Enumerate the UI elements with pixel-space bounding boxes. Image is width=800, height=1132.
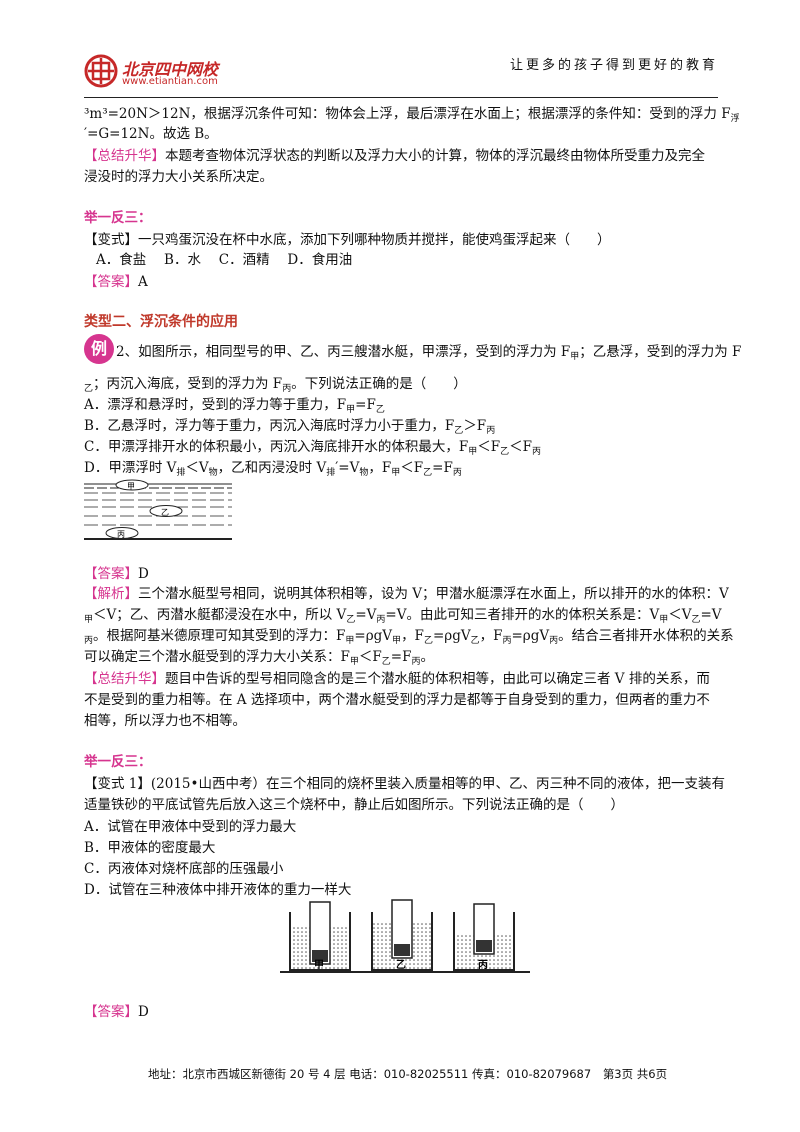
top-line-1: ³m³=20N＞12N，根据浮沉条件可知：物体会上浮，最后漂浮在水面上；根据漂浮… (84, 106, 740, 124)
slogan: 让更多的孩子得到更好的教育 (509, 58, 718, 73)
type2-summary-3: 相等，所以浮力也不相等。 (84, 713, 246, 729)
submarine-figure: 甲 乙 丙 (84, 479, 232, 540)
footer-address: 地址：北京市西城区新德街 20 号 4 层 电话：010-82025511 传真… (148, 1067, 592, 1081)
type2-heading: 类型二、浮沉条件的应用 (84, 314, 238, 330)
logo-url[interactable]: www.etiantian.com (122, 76, 218, 87)
ex1-question: 【变式】一只鸡蛋沉没在杯中水底，添加下列哪种物质并搅拌，能使鸡蛋浮起来（ ） (84, 232, 611, 248)
type2-option-a: A．漂浮和悬浮时，受到的浮力等于重力，F甲=F乙 (84, 397, 385, 415)
ex1-answer: 【答案】A (84, 274, 148, 290)
submarine-bing (105, 527, 139, 539)
type2-answer: 【答案】D (84, 566, 149, 582)
logo-text: 北京四中网校 (122, 60, 219, 79)
fig2-label-jia: 甲 (314, 959, 324, 971)
beaker-bing (453, 903, 515, 971)
fig1-label-yi: 乙 (161, 508, 169, 517)
logo-icon (84, 54, 118, 88)
ex2-question-1: 【变式 1】(2015•山西中考）在三个相同的烧杯里装入质量相等的甲、乙、丙三种… (84, 776, 725, 792)
footer: 地址：北京市西城区新德街 20 号 4 层 电话：010-82025511 传真… (148, 1066, 667, 1082)
ex2-option-b: B．甲液体的密度最大 (84, 840, 216, 856)
ex2-heading: 举一反三： (84, 754, 152, 770)
ex1-heading: 举一反三： (84, 210, 152, 226)
ex2-question-2: 适量铁砂的平底试管先后放入这三个烧杯中，静止后如图所示。下列说法正确的是（ ） (84, 797, 624, 813)
type2-option-d: D．甲漂浮时 V排＜V物，乙和丙浸没时 V排′=V物，F甲＜F乙=F丙 (84, 460, 462, 478)
type2-question-2: 乙；丙沉入海底，受到的浮力为 F丙。下列说法正确的是（ ） (84, 376, 467, 394)
fig2-label-yi: 乙 (396, 959, 406, 971)
top-summary-2: 浸没时的浮力大小关系所决定。 (84, 169, 273, 185)
beaker-jia (289, 901, 351, 971)
header-rule (84, 97, 718, 98)
type2-option-b: B．乙悬浮时，浮力等于重力，丙沉入海底时浮力小于重力，F乙＞F丙 (84, 418, 496, 436)
header: 北京四中网校 www.etiantian.com 让更多的孩子得到更好的教育 (84, 50, 718, 96)
fig1-label-jia: 甲 (127, 482, 135, 491)
fig2-label-bing: 丙 (478, 959, 488, 971)
type2-analysis-4: 可以确定三个潜水艇受到的浮力大小关系：F甲＜F乙=F丙。 (84, 649, 434, 667)
type2-question-1: 2、如图所示，相同型号的甲、乙、丙三艘潜水艇，甲漂浮，受到的浮力为 F甲；乙悬浮… (116, 344, 742, 362)
example-badge: 例 (84, 334, 114, 364)
type2-analysis-2: 甲＜V；乙、丙潜水艇都浸没在水中，所以 V乙=V丙=V。由此可知三者排开的水的体… (84, 607, 722, 625)
beakers-figure: 甲 乙 丙 (280, 899, 530, 973)
type2-summary-2: 不是受到的重力相等。在 A 选择项中，两个潜水艇受到的浮力是都等于自身受到的重力… (84, 692, 710, 708)
type2-summary-1: 【总结升华】题目中告诉的型号相同隐含的是三个潜水艇的体积相等，由此可以确定三者 … (84, 671, 710, 687)
fig1-label-bing: 丙 (117, 530, 125, 539)
top-line-2: ′=G=12N。故选 B。 (84, 126, 218, 142)
ex2-option-a: A．试管在甲液体中受到的浮力最大 (84, 819, 297, 835)
type2-analysis-3: 丙。根据阿基米德原理可知其受到的浮力：F甲=ρgV甲，F乙=ρgV乙，F丙=ρg… (84, 628, 734, 646)
type2-option-c: C．甲漂浮排开水的体积最小，丙沉入海底排开水的体积最大，F甲＜F乙＜F丙 (84, 439, 541, 457)
type2-analysis-1: 【解析】三个潜水艇型号相同，说明其体积相等，设为 V；甲潜水艇漂浮在水面上，所以… (84, 586, 729, 602)
beaker-yi (371, 899, 433, 971)
ex1-options: A．食盐 B．水 C．酒精 D．食用油 (96, 252, 353, 268)
top-summary-1: 【总结升华】本题考查物体沉浮状态的判断以及浮力大小的计算，物体的浮沉最终由物体所… (84, 148, 705, 164)
ex2-option-d: D．试管在三种液体中排开液体的重力一样大 (84, 882, 352, 898)
ex2-option-c: C．丙液体对烧杯底部的压强最小 (84, 861, 284, 877)
ex2-answer: 【答案】D (84, 1004, 149, 1020)
submarine-yi (149, 505, 183, 517)
footer-page: 第3页 共6页 (602, 1067, 668, 1081)
submarine-jia (115, 479, 149, 491)
